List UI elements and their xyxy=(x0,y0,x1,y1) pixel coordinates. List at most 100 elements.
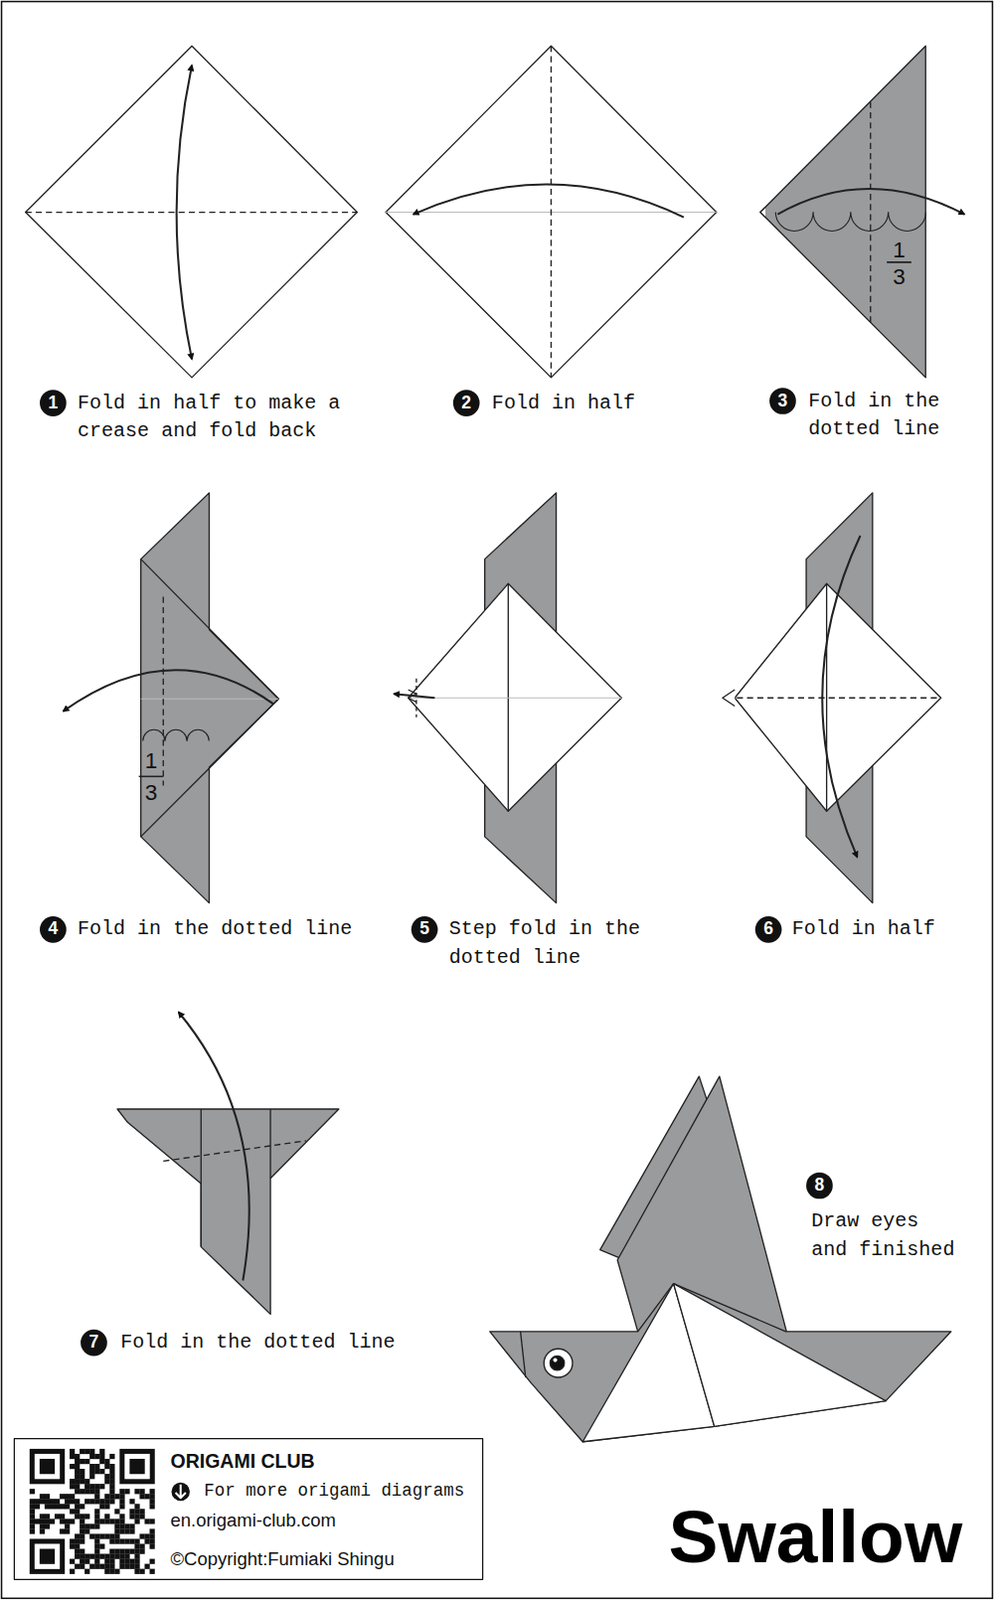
drawing-rect xyxy=(64,1503,70,1509)
drawing-rect xyxy=(129,1508,135,1514)
drawing-rect xyxy=(150,1518,156,1524)
drawing-rect xyxy=(29,1538,65,1574)
drawing-rect xyxy=(114,1528,120,1534)
drawing-polygon xyxy=(408,583,623,812)
fraction-digit: 3 xyxy=(888,265,910,291)
drawing-rect xyxy=(104,1498,110,1504)
drawing-rect xyxy=(94,1543,100,1549)
drawing-path xyxy=(178,1011,250,1281)
drawing-rect xyxy=(54,1503,60,1509)
drawing-rect xyxy=(69,1569,75,1575)
drawing-polygon xyxy=(490,1284,952,1443)
drawing-line xyxy=(25,211,358,213)
drawing-g xyxy=(29,1449,156,1575)
drawing-rect xyxy=(94,1484,100,1490)
drawing-rect xyxy=(44,1493,50,1499)
step-instruction: Step fold in the dotted line xyxy=(449,915,656,973)
drawing-rect xyxy=(99,1543,105,1549)
drawing-rect xyxy=(54,1513,60,1519)
drawing-rect xyxy=(134,1554,140,1560)
drawing-rect xyxy=(39,1513,45,1519)
drawing-rect xyxy=(79,1449,85,1455)
drawing-rect xyxy=(109,1484,115,1490)
drawing-rect xyxy=(139,1569,145,1575)
drawing-rect xyxy=(114,1493,120,1499)
drawing-line xyxy=(550,45,552,378)
drawing-rect xyxy=(119,1564,125,1570)
drawing-rect xyxy=(99,1469,105,1475)
drawing-rect xyxy=(69,1559,75,1565)
drawing-rect xyxy=(94,1469,100,1475)
drawing-rect xyxy=(49,1498,55,1504)
drawing-rect xyxy=(89,1449,95,1455)
drawing-rect xyxy=(69,1498,75,1504)
step-instruction: Fold in half xyxy=(492,388,636,418)
drawing-rect xyxy=(124,1538,130,1544)
drawing-rect xyxy=(74,1484,80,1490)
drawing-rect xyxy=(144,1493,150,1499)
drawing-rect xyxy=(119,1503,125,1509)
drawing-rect xyxy=(34,1518,40,1524)
step-instruction: Fold in half to make a crease and fold b… xyxy=(77,388,343,446)
drawing-rect xyxy=(84,1449,90,1455)
drawing-rect xyxy=(109,1559,115,1565)
drawing-rect xyxy=(109,1454,115,1460)
drawing-rect xyxy=(89,1523,95,1529)
drawing-rect xyxy=(109,1554,115,1560)
drawing-rect xyxy=(124,1559,130,1565)
drawing-line xyxy=(408,697,623,699)
drawing-rect xyxy=(104,1503,110,1509)
drawing-path xyxy=(176,65,192,360)
drawing-rect xyxy=(74,1549,80,1555)
fraction-digit: 3 xyxy=(141,780,163,806)
drawing-rect xyxy=(79,1518,85,1524)
drawing-rect xyxy=(109,1464,115,1470)
drawing-rect xyxy=(74,1513,80,1519)
drawing-rect xyxy=(84,1479,90,1485)
drawing-rect xyxy=(94,1489,100,1494)
drawing-path xyxy=(413,184,684,218)
drawing-rect xyxy=(99,1533,105,1539)
drawing-rect xyxy=(119,1449,155,1485)
drawing-rect xyxy=(34,1543,60,1569)
drawing-rect xyxy=(79,1554,85,1560)
drawing-rect xyxy=(89,1484,95,1490)
fraction-digit: 1 xyxy=(141,749,163,775)
drawing-rect xyxy=(150,1569,156,1575)
drawing-circle xyxy=(552,1358,557,1363)
drawing-rect xyxy=(69,1493,75,1499)
drawing-rect xyxy=(119,1523,125,1529)
drawing-rect xyxy=(139,1549,145,1555)
drawing-rect xyxy=(44,1498,50,1504)
drawing-rect xyxy=(150,1543,156,1549)
drawing-rect xyxy=(79,1479,85,1485)
drawing-line xyxy=(163,1141,307,1162)
title: Swallow xyxy=(667,1495,963,1578)
drawing-rect xyxy=(89,1554,95,1560)
drawing-rect xyxy=(104,1564,110,1570)
drawing-rect xyxy=(109,1498,115,1504)
drawing-rect xyxy=(99,1498,105,1504)
drawing-rect xyxy=(114,1523,120,1529)
drawing-rect xyxy=(104,1518,110,1524)
drawing-rect xyxy=(139,1508,145,1514)
drawing-rect xyxy=(99,1503,105,1509)
drawing-rect xyxy=(114,1569,120,1575)
drawing-rect xyxy=(74,1554,80,1560)
drawing-path xyxy=(760,206,766,217)
drawing-rect xyxy=(29,1449,65,1485)
drawing-rect xyxy=(94,1538,100,1544)
drawing-rect xyxy=(29,1489,35,1494)
drawing-rect xyxy=(94,1498,100,1504)
drawing-rect xyxy=(109,1474,115,1480)
fraction-digit: 1 xyxy=(888,237,910,263)
brand-name: ORIGAMI CLUB xyxy=(169,1451,315,1475)
drawing-line xyxy=(826,583,828,812)
drawing-polygon xyxy=(734,583,941,812)
drawing-rect xyxy=(139,1489,145,1494)
step-number: 6 xyxy=(755,916,783,944)
drawing-rect xyxy=(99,1454,105,1460)
drawing-polyline xyxy=(141,559,280,837)
drawing-rect xyxy=(119,1518,125,1524)
